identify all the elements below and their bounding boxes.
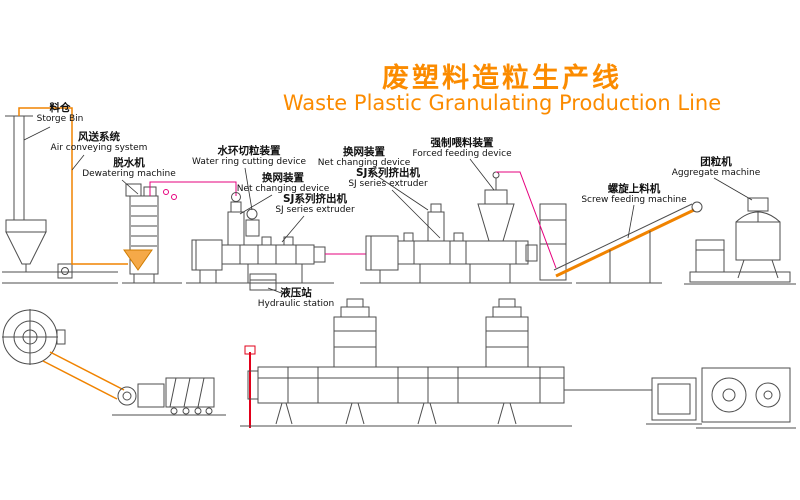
melt-pump-drawing [112,377,226,416]
screw-feeding-drawing [553,201,703,284]
label-dewatering-machine-en: Dewatering machine [82,169,176,179]
label-dewatering-machine-cn: 脱水机 [113,157,145,169]
label-screw-feeding-machine-en: Screw feeding machine [581,195,687,205]
label-net-changing-device-1: 换网装置 Net changing device [236,172,330,195]
label-sj-series-extruder-1-cn: SJ系列挤出机 [283,193,347,205]
page-title-en: Waste Plastic Granulating Production Lin… [282,91,722,115]
label-net-changing-device-1-cn: 换网装置 [262,172,304,184]
label-air-conveying-system-en: Air conveying system [50,143,148,153]
label-air-conveying-system: 风送系统 Air conveying system [50,131,148,154]
feed-line-2 [496,171,557,269]
aggregate-machine-drawing [684,197,796,285]
label-aggregate-machine: 团粒机 Aggregate machine [671,156,761,179]
label-sj-series-extruder-2-cn: SJ系列挤出机 [356,167,420,179]
extruder-1-drawing [186,192,334,291]
leader-lines [23,126,753,295]
label-storage-bin-en: Storge Bin [36,114,84,124]
air-conveying-pipe [18,107,128,265]
water-line-marker [244,345,256,428]
label-net-changing-device-1-en: Net changing device [236,184,330,194]
page-title-cn: 废塑料造粒生产线 [382,63,622,94]
label-storage-bin: 料仓 Storge Bin [36,102,84,125]
label-water-ring-cutting-device-en: Water ring cutting device [192,157,306,167]
label-storage-bin-cn: 料仓 [49,102,71,114]
label-sj-series-extruder-2-en: SJ series extruder [348,179,428,189]
label-forced-feeding-device-cn: 强制喂料装置 [430,137,494,149]
storage-bin-drawing [2,115,118,284]
label-sj-series-extruder-1: SJ系列挤出机 SJ series extruder [275,193,355,216]
label-forced-feeding-device-en: Forced feeding device [412,149,512,159]
label-hydraulic-station-cn: 液压站 [280,287,312,299]
transfer-pipes-drawing [42,351,125,400]
ring-roll-drawing [2,309,66,365]
label-sj-series-extruder-1-en: SJ series extruder [275,205,355,215]
label-sj-series-extruder-2: SJ系列挤出机 SJ series extruder [348,167,428,190]
label-water-ring-cutting-device: 水环切粒装置 Water ring cutting device [192,145,306,168]
label-hydraulic-station-en: Hydraulic station [257,299,335,309]
label-screw-feeding-machine-cn: 螺旋上料机 [607,183,661,195]
label-net-changing-device-2-en: Net changing device [317,158,411,168]
label-net-changing-device-2: 换网装置 Net changing device [317,146,411,169]
dewatering-machine-drawing [122,183,182,284]
label-forced-feeding-device: 强制喂料装置 Forced feeding device [412,137,512,160]
label-aggregate-machine-cn: 团粒机 [700,156,732,168]
label-screw-feeding-machine: 螺旋上料机 Screw feeding machine [581,183,687,206]
outlet-box-drawing [646,377,702,425]
extruder-2-drawing [360,171,572,284]
extruder-side-view-drawing [240,298,572,427]
label-net-changing-device-2-cn: 换网装置 [343,146,385,158]
label-air-conveying-system-cn: 风送系统 [77,131,120,143]
feed-line-1 [149,181,237,196]
label-hydraulic-station: 液压站 Hydraulic station [257,287,335,310]
pelletizer-drawing [696,367,796,429]
label-water-ring-cutting-device-cn: 水环切粒装置 [217,145,281,157]
label-aggregate-machine-en: Aggregate machine [671,168,761,178]
label-dewatering-machine: 脱水机 Dewatering machine [82,157,176,180]
